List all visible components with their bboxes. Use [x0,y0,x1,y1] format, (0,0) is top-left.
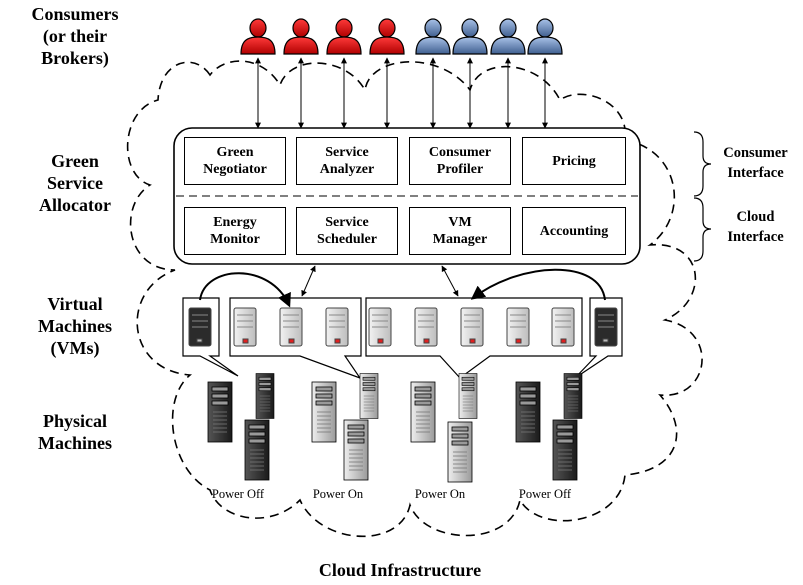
physical-machines-label: Physical Machines [38,411,112,453]
migration-arrow-left [199,272,291,308]
green-service-allocator-label: Green Service Allocator [39,151,111,215]
consumer-icon-3 [326,18,362,55]
pm-status-2: Power On [312,487,364,501]
service-analyzer-box: Service Analyzer [296,137,398,185]
physical-machines-group-1 [207,373,275,481]
vm-on-3 [325,307,349,347]
consumer-icon-4 [369,18,405,55]
vm-on-2 [279,307,303,347]
consumer-icons [240,18,563,55]
vm-on-1 [233,307,257,347]
service-scheduler-box: Service Scheduler [296,207,398,255]
cloud-infrastructure-label: Cloud Infrastructure [318,560,482,580]
consumer-interface-label: Consumer Interface [723,145,788,181]
consumer-icon-1 [240,18,276,55]
allocator-vm-arrow-left [301,265,316,297]
consumer-profiler-box: Consumer Profiler [409,137,511,185]
pricing-box: Pricing [522,137,626,185]
physical-machines-group-2 [311,373,379,481]
vm-on-6 [460,307,484,347]
consumer-icon-8 [527,18,563,55]
consumer-interface-brace [693,131,712,197]
cloud-interface-label: Cloud Interface [727,209,784,245]
pm-status-4: Power Off [518,487,572,501]
virtual-machines-label: Virtual Machines (VMs) [38,294,112,358]
consumer-icon-7 [490,18,526,55]
cloud-interface-brace [693,197,712,262]
vm-icons [188,307,618,347]
physical-machines-group-3 [410,373,478,483]
physical-machines-group-4 [515,373,583,481]
vm-off-2 [594,307,618,347]
consumer-icon-5 [415,18,451,55]
consumer-icon-6 [452,18,488,55]
migration-arrow-right [470,268,606,301]
vm-on-5 [414,307,438,347]
vm-on-4 [368,307,392,347]
green-negotiator-box: Green Negotiator [184,137,286,185]
consumers-label: Consumers (or their Brokers) [31,4,119,68]
consumer-icon-2 [283,18,319,55]
cloud-infrastructure-outline [126,60,703,538]
vm-off-1 [188,307,212,347]
vm-on-8 [551,307,575,347]
pm-status-3: Power On [414,487,466,501]
vm-on-7 [506,307,530,347]
energy-monitor-box: Energy Monitor [184,207,286,255]
pm-status-1: Power Off [211,487,265,501]
accounting-box: Accounting [522,207,626,255]
vm-manager-box: VM Manager [409,207,511,255]
allocator-vm-arrow-right [441,265,459,297]
consumer-arrows [255,57,548,129]
